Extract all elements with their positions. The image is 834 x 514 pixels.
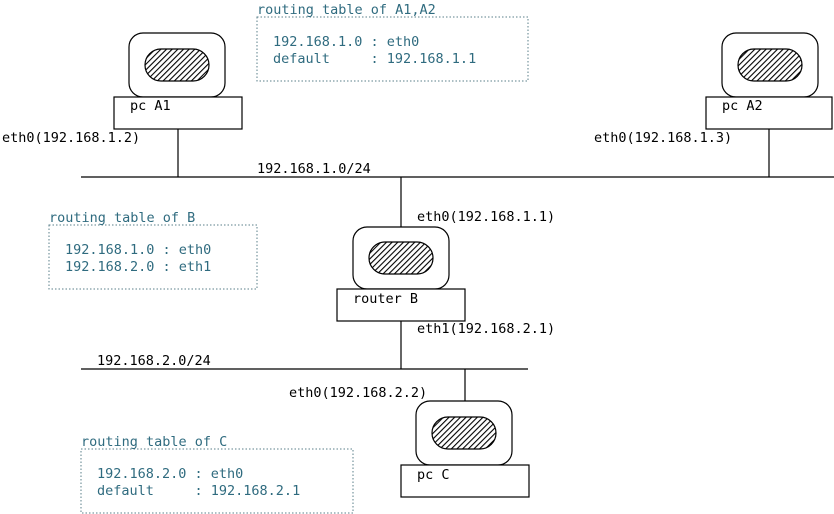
pc-a1-interface: eth0(192.168.1.2) [2, 130, 140, 146]
network-2-label: 192.168.2.0/24 [97, 353, 211, 369]
pc-a2-label-box [705, 96, 833, 130]
routing-table-c-row-1: 192.168.2.0 : eth0 [97, 466, 243, 482]
router-b: router B [336, 226, 466, 322]
router-b-eth0-interface: eth0(192.168.1.1) [417, 209, 555, 225]
pc-c-label-box [400, 464, 530, 498]
monitor-icon [128, 32, 226, 98]
routing-table-b-title: routing table of B [49, 210, 195, 226]
monitor-icon [352, 226, 450, 290]
monitor-icon [415, 400, 513, 466]
pc-c-interface: eth0(192.168.2.2) [289, 385, 427, 401]
monitor-icon [721, 32, 819, 98]
routing-table-a1a2: routing table of A1,A2 192.168.1.0 : eth… [256, 2, 529, 82]
pc-a1-label: pc A1 [130, 98, 171, 114]
routing-table-a1a2-row-1: 192.168.1.0 : eth0 [273, 34, 419, 50]
pc-a2-interface: eth0(192.168.1.3) [594, 130, 732, 146]
pc-a2-label: pc A2 [722, 98, 763, 114]
routing-table-c-title: routing table of C [81, 434, 227, 450]
routing-table-a1a2-row-2: default : 192.168.1.1 [273, 51, 476, 67]
pc-c: pc C [400, 400, 530, 498]
router-b-label: router B [353, 291, 418, 307]
routing-table-c-row-2: default : 192.168.2.1 [97, 483, 300, 499]
routing-table-b-row-2: 192.168.2.0 : eth1 [65, 259, 211, 275]
routing-table-b-row-1: 192.168.1.0 : eth0 [65, 242, 211, 258]
router-b-eth1-interface: eth1(192.168.2.1) [417, 321, 555, 337]
routing-table-c: routing table of C 192.168.2.0 : eth0 de… [80, 434, 354, 514]
pc-a1: pc A1 [113, 32, 243, 130]
router-b-label-box [336, 288, 466, 322]
routing-table-a1a2-title: routing table of A1,A2 [257, 2, 436, 18]
pc-a2: pc A2 [705, 32, 833, 130]
pc-c-label: pc C [417, 467, 450, 483]
routing-table-b: routing table of B 192.168.1.0 : eth0 19… [48, 210, 258, 290]
pc-a1-label-box [113, 96, 243, 130]
network-1-label: 192.168.1.0/24 [257, 161, 371, 177]
